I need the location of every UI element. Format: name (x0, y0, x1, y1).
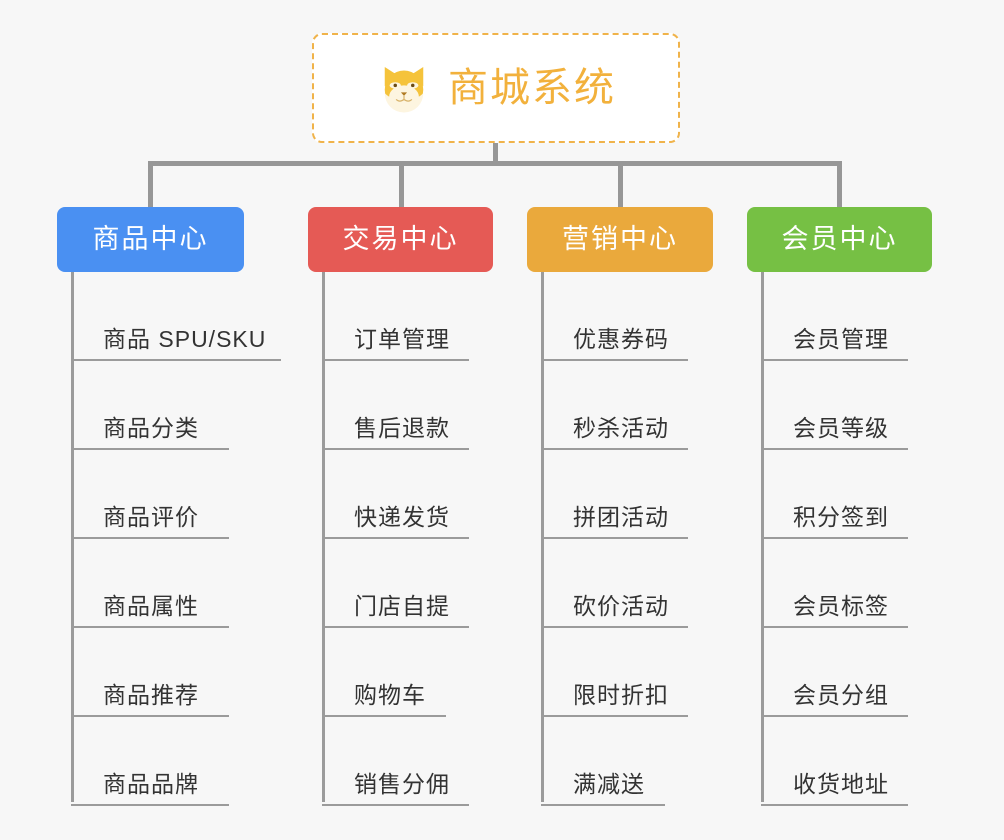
leaf-item-1-2[interactable]: 快递发货 (322, 450, 469, 539)
leaf-rule-0-3 (71, 626, 229, 628)
leaf-label-2-2: 拼团活动 (573, 504, 669, 530)
connector-horizontal-bus (148, 161, 840, 166)
leaf-label-0-5: 商品品牌 (103, 771, 199, 797)
leaf-item-1-5[interactable]: 销售分佣 (322, 717, 469, 806)
leaf-item-1-4[interactable]: 购物车 (322, 628, 446, 717)
leaf-rule-2-0 (541, 359, 688, 361)
leaf-rule-0-4 (71, 715, 229, 717)
leaf-rule-0-5 (71, 804, 229, 806)
leaf-rule-1-4 (322, 715, 446, 717)
leaf-rule-3-4 (761, 715, 908, 717)
category-box-2[interactable]: 营销中心 (527, 207, 713, 272)
leaf-label-2-3: 砍价活动 (573, 593, 669, 619)
connector-drop-2 (399, 161, 404, 207)
leaf-rule-1-1 (322, 448, 469, 450)
leaf-label-0-2: 商品评价 (103, 504, 199, 530)
connector-root-stem (493, 143, 498, 165)
leaf-label-1-2: 快递发货 (354, 504, 450, 530)
category-label-0: 商品中心 (92, 224, 209, 254)
leaf-item-2-3[interactable]: 砍价活动 (541, 539, 688, 628)
leaf-label-3-1: 会员等级 (793, 415, 889, 441)
leaf-rule-3-2 (761, 537, 908, 539)
leaf-label-2-1: 秒杀活动 (573, 415, 669, 441)
leaf-label-1-4: 购物车 (354, 682, 426, 708)
leaf-item-0-3[interactable]: 商品属性 (71, 539, 229, 628)
leaf-item-0-1[interactable]: 商品分类 (71, 361, 229, 450)
category-box-1[interactable]: 交易中心 (308, 207, 493, 272)
leaf-label-1-3: 门店自提 (354, 593, 450, 619)
connector-drop-3 (618, 161, 623, 207)
leaf-item-2-0[interactable]: 优惠券码 (541, 272, 688, 361)
leaf-item-0-0[interactable]: 商品 SPU/SKU (71, 272, 281, 361)
category-box-0[interactable]: 商品中心 (57, 207, 244, 272)
leaf-item-2-5[interactable]: 满减送 (541, 717, 665, 806)
category-box-3[interactable]: 会员中心 (747, 207, 932, 272)
leaf-label-0-3: 商品属性 (103, 593, 199, 619)
leaf-item-2-1[interactable]: 秒杀活动 (541, 361, 688, 450)
leaf-rule-0-1 (71, 448, 229, 450)
leaf-rule-2-3 (541, 626, 688, 628)
leaf-label-2-4: 限时折扣 (573, 682, 669, 708)
leaf-label-1-1: 售后退款 (354, 415, 450, 441)
leaf-item-1-3[interactable]: 门店自提 (322, 539, 469, 628)
leaf-item-3-3[interactable]: 会员标签 (761, 539, 908, 628)
leaf-label-3-4: 会员分组 (793, 682, 889, 708)
leaf-label-3-5: 收货地址 (793, 771, 889, 797)
leaf-rule-2-2 (541, 537, 688, 539)
leaf-label-0-0: 商品 SPU/SKU (103, 326, 267, 352)
leaf-rule-3-5 (761, 804, 908, 806)
leaf-rule-2-4 (541, 715, 688, 717)
leaf-label-3-3: 会员标签 (793, 593, 889, 619)
root-node-title: 商城系统 (448, 66, 616, 110)
leaf-item-2-2[interactable]: 拼团活动 (541, 450, 688, 539)
leaf-label-1-5: 销售分佣 (354, 771, 450, 797)
leaf-rule-1-2 (322, 537, 469, 539)
leaf-label-0-4: 商品推荐 (103, 682, 199, 708)
leaf-item-0-5[interactable]: 商品品牌 (71, 717, 229, 806)
leaf-item-1-1[interactable]: 售后退款 (322, 361, 469, 450)
leaf-label-3-0: 会员管理 (793, 326, 889, 352)
leaf-label-2-0: 优惠券码 (573, 326, 669, 352)
leaf-rule-1-0 (322, 359, 469, 361)
leaf-rule-0-0 (71, 359, 281, 361)
leaf-label-3-2: 积分签到 (793, 504, 889, 530)
category-label-2: 营销中心 (562, 224, 678, 254)
root-node-content: 商城系统 (376, 60, 616, 116)
leaf-item-3-1[interactable]: 会员等级 (761, 361, 908, 450)
leaf-item-2-4[interactable]: 限时折扣 (541, 628, 688, 717)
leaf-rule-2-5 (541, 804, 665, 806)
leaf-item-3-2[interactable]: 积分签到 (761, 450, 908, 539)
leaf-item-1-0[interactable]: 订单管理 (322, 272, 469, 361)
leaf-rule-1-5 (322, 804, 469, 806)
category-label-3: 会员中心 (781, 224, 898, 254)
leaf-item-3-5[interactable]: 收货地址 (761, 717, 908, 806)
leaf-rule-3-0 (761, 359, 908, 361)
shiba-dog-face-icon (376, 60, 432, 116)
leaf-label-2-5: 满减送 (573, 771, 645, 797)
leaf-rule-3-3 (761, 626, 908, 628)
leaf-rule-2-1 (541, 448, 688, 450)
leaf-item-3-4[interactable]: 会员分组 (761, 628, 908, 717)
leaf-rule-0-2 (71, 537, 229, 539)
connector-drop-4 (837, 161, 842, 207)
leaf-rule-3-1 (761, 448, 908, 450)
leaf-item-3-0[interactable]: 会员管理 (761, 272, 908, 361)
leaf-rule-1-3 (322, 626, 469, 628)
leaf-item-0-2[interactable]: 商品评价 (71, 450, 229, 539)
root-node-mall-system[interactable]: 商城系统 (312, 33, 680, 143)
category-label-1: 交易中心 (342, 224, 459, 254)
leaf-item-0-4[interactable]: 商品推荐 (71, 628, 229, 717)
connector-drop-1 (148, 161, 153, 207)
leaf-label-1-0: 订单管理 (354, 326, 450, 352)
leaf-label-0-1: 商品分类 (103, 415, 199, 441)
